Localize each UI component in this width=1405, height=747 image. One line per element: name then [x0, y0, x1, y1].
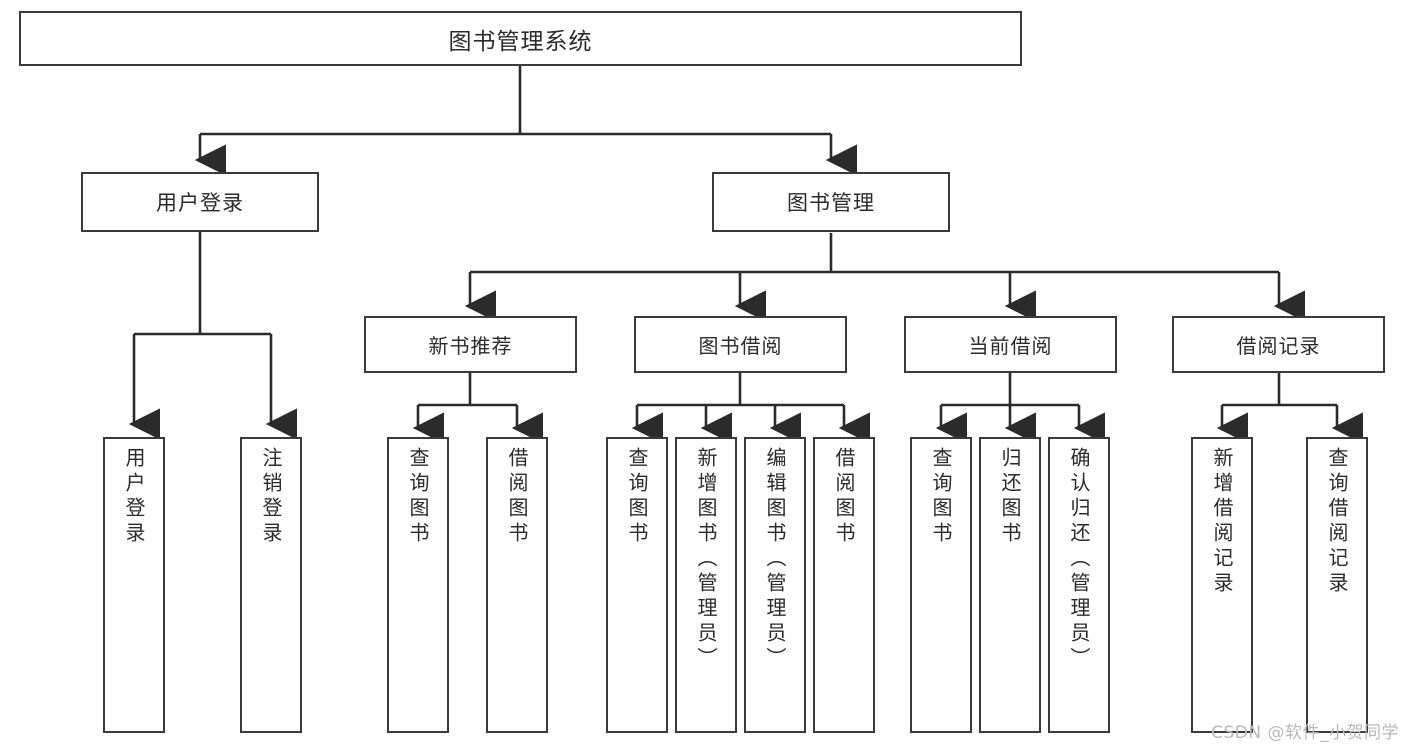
node-user-login-label: 用户登录 [156, 191, 244, 215]
leaf-borrow-query-book[interactable]: 查询图书 [606, 437, 668, 733]
leaf-new-book-query[interactable]: 查询图书 [387, 437, 449, 733]
node-current-borrow[interactable]: 当前借阅 [904, 316, 1117, 373]
leaf-new-book-borrow[interactable]: 借阅图书 [486, 437, 548, 733]
node-borrow-record[interactable]: 借阅记录 [1172, 316, 1385, 373]
leaf-current-return-book-label: 归还图书 [998, 447, 1022, 547]
leaf-borrow-edit-book-admin-label: 编辑图书（管理员） [763, 447, 787, 672]
node-book-management-label: 图书管理 [787, 191, 875, 215]
leaf-borrow-borrow-book-label: 借阅图书 [832, 447, 856, 547]
node-root-label: 图书管理系统 [448, 28, 593, 55]
leaf-user-login-login[interactable]: 用户登录 [103, 437, 165, 733]
leaf-current-query-book[interactable]: 查询图书 [910, 437, 972, 733]
node-new-book-recommend-label: 新书推荐 [428, 334, 513, 358]
leaf-current-return-book[interactable]: 归还图书 [979, 437, 1041, 733]
leaf-current-confirm-return-admin-label: 确认归还（管理员） [1067, 447, 1091, 672]
node-book-management[interactable]: 图书管理 [712, 172, 950, 232]
leaf-user-login-logout-label: 注销登录 [259, 447, 283, 547]
leaf-new-book-borrow-label: 借阅图书 [505, 447, 529, 547]
leaf-borrow-borrow-book[interactable]: 借阅图书 [813, 437, 875, 733]
node-user-login[interactable]: 用户登录 [81, 172, 319, 232]
node-current-borrow-label: 当前借阅 [968, 334, 1053, 358]
leaf-record-query-label: 查询借阅记录 [1325, 447, 1349, 597]
node-root-book-management-system[interactable]: 图书管理系统 [19, 11, 1022, 66]
leaf-user-login-login-label: 用户登录 [122, 447, 146, 547]
leaf-borrow-add-book-admin[interactable]: 新增图书（管理员） [675, 437, 737, 733]
leaf-new-book-query-label: 查询图书 [406, 447, 430, 547]
leaf-borrow-query-book-label: 查询图书 [625, 447, 649, 547]
leaf-user-login-logout[interactable]: 注销登录 [240, 437, 302, 733]
node-book-borrow-label: 图书借阅 [698, 334, 783, 358]
leaf-current-confirm-return-admin[interactable]: 确认归还（管理员） [1048, 437, 1110, 733]
leaf-borrow-edit-book-admin[interactable]: 编辑图书（管理员） [744, 437, 806, 733]
leaf-record-add[interactable]: 新增借阅记录 [1191, 437, 1253, 733]
node-new-book-recommend[interactable]: 新书推荐 [364, 316, 577, 373]
leaf-borrow-add-book-admin-label: 新增图书（管理员） [694, 447, 718, 672]
leaf-current-query-book-label: 查询图书 [929, 447, 953, 547]
leaf-record-query[interactable]: 查询借阅记录 [1306, 437, 1368, 733]
node-borrow-record-label: 借阅记录 [1236, 334, 1321, 358]
leaf-record-add-label: 新增借阅记录 [1210, 447, 1234, 597]
node-book-borrow[interactable]: 图书借阅 [634, 316, 847, 373]
